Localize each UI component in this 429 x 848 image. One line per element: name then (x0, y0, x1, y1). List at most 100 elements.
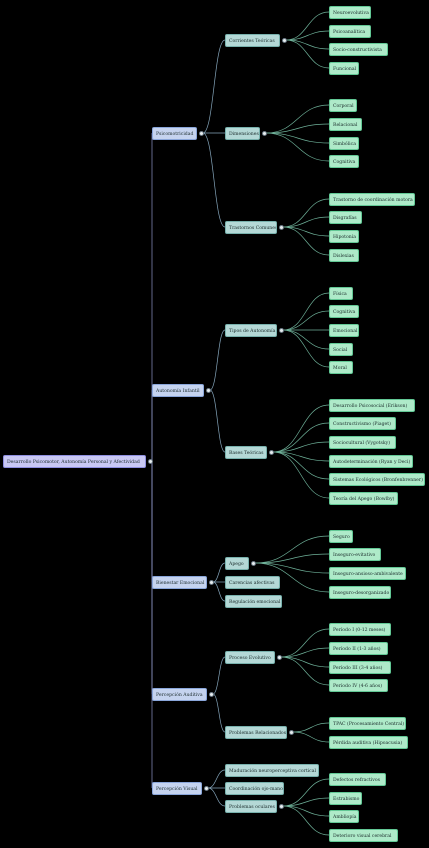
leaf-node[interactable]: Inseguro-desorganizado (329, 585, 391, 599)
subtopic-collapse-toggle[interactable] (278, 224, 284, 230)
edge (207, 787, 226, 807)
leaf-node[interactable]: Neuroevolutiva (329, 5, 371, 19)
leaf-node[interactable]: Deterioro visual cerebral (329, 828, 398, 842)
branch-node[interactable]: Psicomotricidad (152, 126, 197, 140)
edge (209, 329, 226, 391)
edge (280, 628, 330, 658)
leaf-node[interactable]: Período I (0-12 meses) (329, 622, 391, 636)
leaf-node[interactable]: Cognitiva (329, 304, 359, 318)
leaf-node[interactable]: Psicoanalítica (329, 24, 371, 38)
edge (272, 422, 330, 453)
subtopic-collapse-toggle[interactable] (288, 729, 294, 735)
edge (212, 693, 226, 733)
branch-node[interactable]: Autonomía Infantil (152, 383, 204, 397)
subtopic-collapse-toggle[interactable] (278, 803, 284, 809)
edge (282, 226, 330, 256)
leaf-node[interactable]: Simbólica (329, 136, 359, 150)
edge (285, 30, 330, 41)
subtopic-node[interactable]: Problemas Relacionados (225, 725, 287, 739)
subtopic-node[interactable]: Apego (225, 556, 249, 570)
leaf-node[interactable]: Período IV (4-6 años) (329, 678, 388, 692)
branch-node[interactable]: Bienestar Emocional (152, 575, 207, 589)
leaf-node[interactable]: TPAC (Procesamiento Central) (329, 716, 406, 730)
leaf-node[interactable]: Dislexias (329, 248, 359, 262)
edge (280, 656, 330, 668)
leaf-node[interactable]: Social (329, 342, 353, 356)
leaf-node[interactable]: Moral (329, 360, 353, 374)
edge (280, 647, 330, 658)
leaf-node[interactable]: Sistemas Ecológicos (Bronfenbrenner) (329, 472, 425, 486)
edge (212, 581, 226, 602)
edge (272, 451, 330, 499)
branch-collapse-toggle[interactable] (205, 387, 211, 393)
leaf-node[interactable]: Relacional (329, 117, 362, 131)
leaf-node[interactable]: Cognitiva (329, 154, 359, 168)
edge (282, 292, 330, 331)
subtopic-node[interactable]: Tipos de Autonomía (225, 323, 277, 337)
edge (212, 562, 226, 583)
edge (207, 769, 226, 789)
subtopic-collapse-toggle[interactable] (261, 130, 267, 136)
leaf-node[interactable]: Teoría del Apego (Bowlby) (329, 491, 398, 505)
subtopic-node[interactable]: Carencias afectivas (225, 575, 280, 589)
branch-collapse-toggle[interactable] (208, 691, 214, 697)
branch-node[interactable]: Percepción Visual (152, 781, 202, 795)
leaf-node[interactable]: Ambliopía (329, 809, 359, 823)
branch-collapse-toggle[interactable] (208, 579, 214, 585)
edge (272, 404, 330, 453)
leaf-node[interactable]: Defectos refractivos (329, 772, 386, 786)
branch-collapse-toggle[interactable] (203, 785, 209, 791)
subtopic-node[interactable]: Proceso Evolutivo (225, 650, 275, 664)
root-collapse-toggle[interactable] (147, 458, 153, 464)
leaf-node[interactable]: Disgrafías (329, 210, 362, 224)
subtopic-collapse-toggle[interactable] (276, 654, 282, 660)
leaf-node[interactable]: Período II (1-3 años) (329, 641, 388, 655)
leaf-node[interactable]: Estrabismo (329, 791, 362, 805)
branch-node[interactable]: Percepción Auditiva (152, 687, 207, 701)
subtopic-node[interactable]: Problemas oculares (225, 799, 277, 813)
leaf-node[interactable]: Período III (3-4 años) (329, 660, 391, 674)
subtopic-node[interactable]: Regulación emocional (225, 594, 282, 608)
edge (285, 39, 330, 69)
leaf-node[interactable]: Desarrollo Psicosocial (Erikson) (329, 398, 415, 412)
subtopic-node[interactable]: Trastornos Comunes (225, 220, 277, 234)
branch-collapse-toggle[interactable] (198, 130, 204, 136)
leaf-node[interactable]: Inseguro-ansioso-ambivalente (329, 566, 406, 580)
edge (282, 778, 330, 807)
subtopic-collapse-toggle[interactable] (250, 560, 256, 566)
edge (212, 656, 226, 695)
edge (282, 805, 330, 836)
edge (282, 797, 330, 807)
subtopic-node[interactable]: Dimensiones (225, 126, 260, 140)
leaf-node[interactable]: Hipotonía (329, 229, 359, 243)
edge (282, 329, 330, 350)
edge (265, 132, 330, 162)
leaf-node[interactable]: Socio-constructivista (329, 42, 388, 56)
root-node[interactable]: Desarrollo Psicomotor, Autonomía Persona… (3, 454, 146, 468)
leaf-node[interactable]: Física (329, 286, 353, 300)
subtopic-collapse-toggle[interactable] (281, 37, 287, 43)
subtopic-node[interactable]: Maduración neuroperceptiva cortical (225, 763, 319, 777)
leaf-node[interactable]: Seguro (329, 529, 353, 543)
leaf-node[interactable]: Inseguro-evitativo (329, 547, 381, 561)
leaf-node[interactable]: Corporal (329, 98, 357, 112)
leaf-node[interactable]: Constructivismo (Piaget) (329, 416, 396, 430)
edge (254, 562, 330, 574)
subtopic-collapse-toggle[interactable] (268, 449, 274, 455)
edge (272, 451, 330, 480)
leaf-node[interactable]: Emocional (329, 323, 359, 337)
subtopic-node[interactable]: Corrientes Teóricas (225, 33, 280, 47)
edge (280, 656, 330, 686)
edge (202, 39, 226, 134)
leaf-node[interactable]: Pérdida auditiva (Hipoacusia) (329, 735, 408, 749)
subtopic-node[interactable]: Coordinación ojo-mano (225, 781, 284, 795)
edge (265, 104, 330, 134)
subtopic-collapse-toggle[interactable] (278, 327, 284, 333)
leaf-node[interactable]: Trastorno de coordinación motora (329, 192, 415, 206)
leaf-node[interactable]: Sociocultural (Vygotsky) (329, 435, 396, 449)
subtopic-node[interactable]: Bases Teóricas (225, 445, 267, 459)
leaf-node[interactable]: Autodeterminación (Ryan y Deci) (329, 454, 413, 468)
edge (282, 310, 330, 331)
leaf-node[interactable]: Funcional (329, 61, 359, 75)
